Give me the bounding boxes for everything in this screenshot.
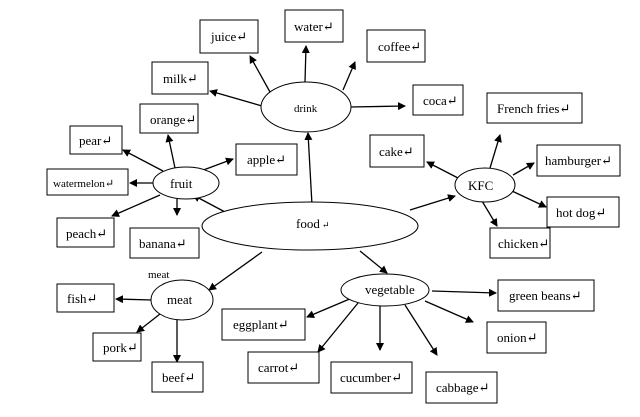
leaf-eggplant-label: eggplant↵ <box>233 317 289 332</box>
arrow-veg-cabbage <box>404 304 438 356</box>
arrow-fruit-pear <box>122 149 164 172</box>
leaf-cucumber: cucumber↵ <box>330 361 413 394</box>
leaf-water: water↵ <box>284 9 344 43</box>
leaf-chicken-label: chicken↵ <box>498 236 549 251</box>
leaf-french-fries: French fries↵ <box>486 92 583 124</box>
leaf-coffee-label: coffee↵ <box>378 39 421 54</box>
leaf-hamburger: hamburger↵ <box>536 144 621 177</box>
leaf-green-beans-label: green beans↵ <box>509 288 582 303</box>
arrow-meat-fish <box>115 295 153 304</box>
leaf-milk-label: milk↵ <box>163 71 198 86</box>
return-mark: ↵ <box>322 220 330 230</box>
leaf-apple: apple↵ <box>235 143 298 176</box>
leaf-pear: pear↵ <box>69 125 123 155</box>
leaf-banana: banana↵ <box>129 227 200 259</box>
drink-items: juice↵ water↵ coffee↵ milk↵ coca↵ <box>151 9 464 116</box>
arrow-kfc-chicken <box>481 200 498 227</box>
arrow-food-vegetable <box>359 250 388 274</box>
leaf-orange: orange↵ <box>139 103 199 134</box>
center-node: food ↵ <box>201 201 419 251</box>
hub-fruit: fruit <box>152 166 220 200</box>
fruit-items: orange↵ pear↵ apple↵ watermelon↵ peach↵ … <box>46 103 298 259</box>
arrow-food-kfc <box>409 194 456 211</box>
hub-meat: meat meat <box>148 269 214 321</box>
leaf-cake: cake↵ <box>369 134 425 168</box>
vegetable-items: green beans↵ eggplant↵ onion↵ carrot↵ cu… <box>221 279 595 404</box>
leaf-coca: coca↵ <box>412 84 464 116</box>
leaf-pork: pork↵ <box>92 332 142 362</box>
leaf-hot-dog-label: hot dog↵ <box>556 205 606 220</box>
arrow-veg-onion <box>424 300 474 323</box>
connector-arrows <box>111 45 547 363</box>
leaf-cucumber-label: cucumber↵ <box>340 370 402 385</box>
meat-items: fish↵ pork↵ beef↵ <box>56 283 204 393</box>
hub-kfc: KFC <box>454 167 516 203</box>
arrow-veg-eggplant <box>306 297 353 318</box>
arrow-drink-coffee <box>342 61 356 91</box>
leaf-milk: milk↵ <box>151 61 209 95</box>
arrow-food-meat <box>208 251 263 291</box>
leaf-fish: fish↵ <box>56 283 115 313</box>
leaf-banana-label: banana↵ <box>139 236 187 251</box>
hub-kfc-label: KFC <box>468 178 493 193</box>
leaf-hamburger-label: hamburger↵ <box>545 153 612 168</box>
meat-caption: meat <box>148 269 169 281</box>
arrow-kfc-hot-dog <box>511 190 547 208</box>
hub-meat-label: meat <box>167 292 193 307</box>
leaf-pear-label: pear↵ <box>79 133 112 148</box>
leaf-cake-label: cake↵ <box>379 144 414 159</box>
leaf-onion-label: onion↵ <box>497 330 538 345</box>
arrow-kfc-cake <box>426 161 459 179</box>
arrow-drink-coca <box>349 102 406 111</box>
leaf-juice: juice↵ <box>199 19 259 54</box>
arrow-meat-pork <box>136 313 161 333</box>
leaf-beef-label: beef↵ <box>162 370 195 385</box>
leaf-carrot: carrot↵ <box>247 351 320 384</box>
leaf-juice-label: juice↵ <box>210 29 247 44</box>
leaf-water-label: water↵ <box>294 19 334 34</box>
leaf-hot-dog: hot dog↵ <box>546 196 620 228</box>
leaf-cabbage-label: cabbage↵ <box>436 380 489 395</box>
leaf-orange-label: orange↵ <box>150 112 196 127</box>
arrow-kfc-hamburger <box>512 162 535 176</box>
leaf-apple-label: apple↵ <box>247 152 286 167</box>
hub-fruit-label: fruit <box>170 176 193 191</box>
leaf-peach-label: peach↵ <box>66 226 107 241</box>
hub-vegetable-label: vegetable <box>365 282 415 297</box>
leaf-beef: beef↵ <box>151 361 204 393</box>
leaf-onion: onion↵ <box>486 321 547 354</box>
arrow-kfc-french-fries <box>489 134 502 169</box>
arrow-drink-juice <box>249 55 271 93</box>
kfc-items: French fries↵ cake↵ hamburger↵ hot dog↵ … <box>369 92 621 259</box>
arrow-food-drink <box>304 132 313 206</box>
leaf-fish-label: fish↵ <box>67 291 97 306</box>
leaf-coca-label: coca↵ <box>423 93 458 108</box>
center-label: food <box>296 216 320 231</box>
hub-drink: drink <box>260 81 352 133</box>
leaf-french-fries-label: French fries↵ <box>497 101 570 116</box>
leaf-eggplant: eggplant↵ <box>221 308 306 341</box>
leaf-peach: peach↵ <box>56 217 115 248</box>
leaf-green-beans: green beans↵ <box>497 279 595 312</box>
arrow-fruit-orange <box>165 134 176 169</box>
arrow-fruit-peach <box>111 194 161 217</box>
leaf-chicken: chicken↵ <box>489 227 551 259</box>
leaf-cabbage: cabbage↵ <box>425 371 498 404</box>
arrow-drink-milk <box>209 89 263 107</box>
arrow-drink-water <box>301 45 310 83</box>
hub-drink-label: drink <box>294 103 318 115</box>
hub-vegetable: vegetable <box>340 273 430 307</box>
leaf-watermelon: watermelon↵ <box>46 168 129 196</box>
leaf-coffee: coffee↵ <box>366 29 426 63</box>
leaf-carrot-label: carrot↵ <box>258 360 299 375</box>
arrow-veg-green-beans <box>431 288 497 297</box>
leaf-pork-label: pork↵ <box>103 340 138 355</box>
leaf-watermelon-label: watermelon↵ <box>53 178 114 190</box>
arrow-veg-carrot <box>317 302 359 353</box>
